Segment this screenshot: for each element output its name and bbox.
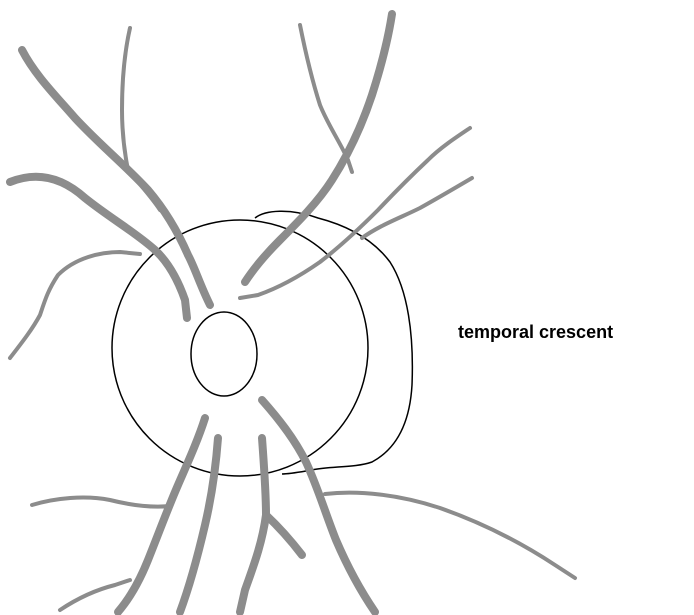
temporal-crescent-label: temporal crescent — [458, 322, 613, 343]
vessel-inferior-thin-right — [325, 493, 575, 578]
vessel-superior-temporal-thin-2 — [240, 128, 470, 298]
vessel-inferior-4 — [262, 400, 375, 612]
vessel-superior-temporal-thin-1 — [300, 25, 352, 172]
optic-disc-circle — [112, 220, 368, 476]
vessel-inferior-thin-left — [32, 498, 170, 507]
vessel-superior-thin-1 — [122, 28, 160, 210]
vessel-inferior-branch — [266, 515, 302, 555]
vessel-nasal-thin — [10, 252, 140, 358]
optic-cup — [191, 312, 257, 396]
vessel-inferior-3 — [240, 438, 266, 612]
